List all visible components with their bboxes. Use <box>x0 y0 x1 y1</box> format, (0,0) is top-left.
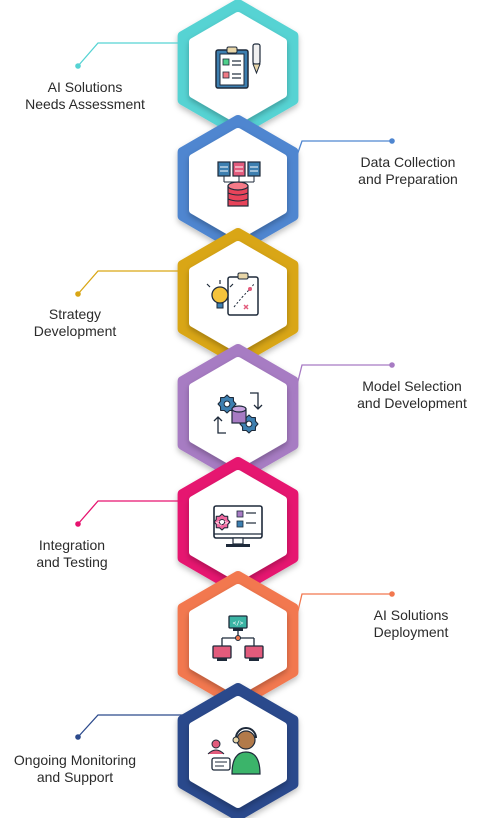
svg-text:</>: </> <box>216 519 229 527</box>
step-label-model-selection: Model Selection and Development <box>357 378 467 411</box>
monitor-code-icon: </> <box>213 505 263 547</box>
step-label-deployment: AI Solutions Deployment <box>373 607 449 640</box>
step-label-integration: Integration and Testing <box>36 537 108 570</box>
support-agent-icon <box>207 727 261 775</box>
step-label-monitoring: Ongoing Monitoring and Support <box>13 752 137 785</box>
connector-monitoring <box>75 714 183 740</box>
network-deploy-icon: </> <box>212 615 264 661</box>
strategy-plan-icon <box>206 272 259 316</box>
database-diagram-icon <box>217 161 261 207</box>
connector-model-selection <box>292 362 395 402</box>
step-label-needs-assessment: AI Solutions Needs Assessment <box>25 79 145 112</box>
connector-strategy <box>75 270 183 297</box>
clipboard-checklist-icon <box>215 43 261 89</box>
gears-database-icon <box>213 392 263 434</box>
hexagon-monitoring <box>177 683 299 818</box>
svg-text:</>: </> <box>233 620 244 627</box>
connector-integration <box>75 500 183 527</box>
connector-needs-assessment <box>75 42 183 69</box>
step-label-strategy: Strategy Development <box>33 306 117 339</box>
connector-deployment <box>292 591 395 633</box>
step-label-data-collection: Data Collection and Preparation <box>358 154 458 187</box>
connector-data-collection <box>292 138 395 168</box>
